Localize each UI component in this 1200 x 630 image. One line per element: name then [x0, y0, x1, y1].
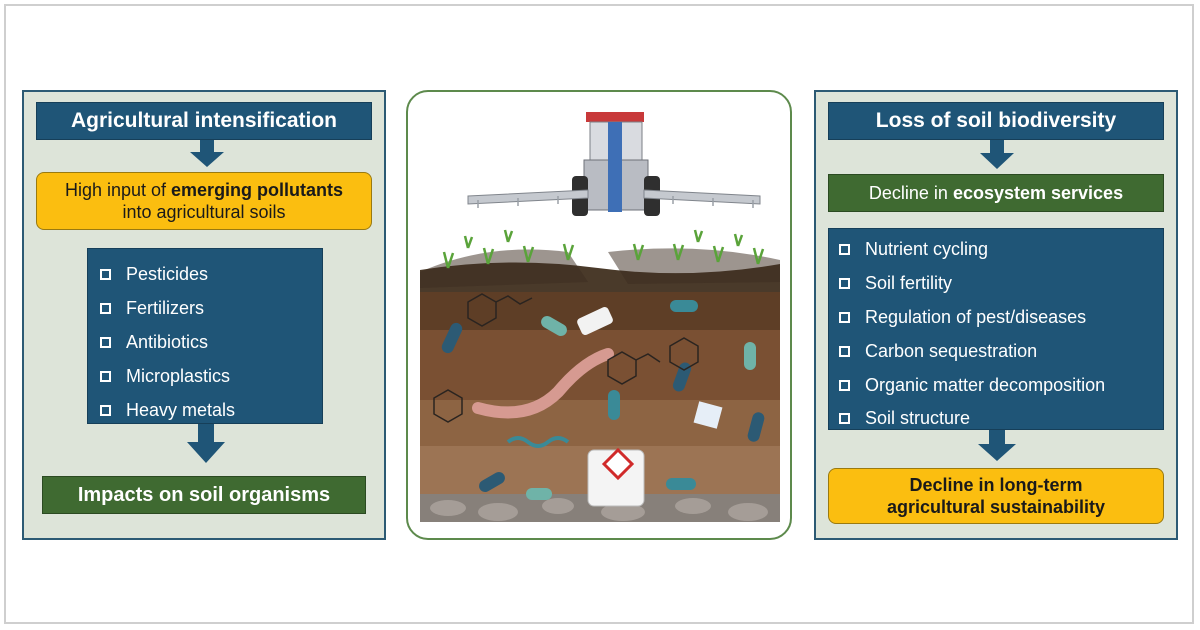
- right-panel: Loss of soil biodiversity Decline in eco…: [814, 90, 1178, 540]
- farm-soil-illustration: [420, 112, 780, 522]
- left-panel: Agricultural intensification High input …: [22, 90, 386, 540]
- checkbox-icon: [100, 268, 111, 280]
- right-title: Loss of soil biodiversity: [875, 109, 1117, 132]
- left-outcome: Impacts on soil organisms: [77, 483, 331, 506]
- down-arrow-icon: [978, 430, 1016, 461]
- service-item: Soil fertility: [839, 267, 1163, 301]
- checkbox-icon: [100, 404, 111, 416]
- right-outcome: Decline in long-term agricultural sustai…: [886, 474, 1106, 518]
- checkbox-icon: [839, 311, 850, 323]
- service-item-label: Soil fertility: [865, 273, 953, 294]
- down-arrow-icon: [980, 140, 1014, 169]
- checkbox-icon: [839, 413, 850, 425]
- down-arrow-icon: [190, 140, 224, 167]
- checkbox-icon: [100, 336, 111, 348]
- service-item: Carbon sequestration: [839, 334, 1163, 368]
- pollutant-input-text: High input of emerging pollutants into a…: [64, 179, 344, 223]
- service-item-label: Regulation of pest/diseases: [865, 306, 1087, 327]
- checkbox-icon: [839, 244, 850, 256]
- illustration-panel: [406, 90, 792, 540]
- service-item-label: Nutrient cycling: [865, 239, 989, 260]
- service-item: Organic matter decomposition: [839, 368, 1163, 402]
- pollutant-item-label: Fertilizers: [126, 297, 205, 318]
- pollutant-item: Antibiotics: [100, 325, 322, 359]
- service-item: Soil structure: [839, 402, 1163, 436]
- left-title: Agricultural intensification: [70, 109, 338, 132]
- pollutant-item: Microplastics: [100, 359, 322, 393]
- pollutant-item-label: Microplastics: [126, 365, 231, 386]
- checkbox-icon: [839, 379, 850, 391]
- pollutant-item-label: Heavy metals: [126, 399, 236, 420]
- service-item: Regulation of pest/diseases: [839, 301, 1163, 335]
- checkbox-icon: [100, 370, 111, 382]
- pollutant-item: Fertilizers: [100, 291, 322, 325]
- service-item-label: Carbon sequestration: [865, 340, 1038, 361]
- ecosystem-decline-text: Decline in ecosystem services: [868, 182, 1124, 203]
- checkbox-icon: [839, 345, 850, 357]
- left-outcome-box: Impacts on soil organisms: [42, 476, 366, 514]
- pollutant-item-label: Antibiotics: [126, 331, 209, 352]
- service-item-label: Soil structure: [865, 408, 971, 429]
- down-arrow-icon: [187, 424, 225, 463]
- pollutant-item-label: Pesticides: [126, 263, 209, 284]
- right-outcome-box: Decline in long-term agricultural sustai…: [828, 468, 1164, 524]
- checkbox-icon: [839, 278, 850, 290]
- right-title-box: Loss of soil biodiversity: [828, 102, 1164, 140]
- pollutant-item: Heavy metals: [100, 393, 322, 427]
- image-frame: [4, 4, 1194, 624]
- left-title-box: Agricultural intensification: [36, 102, 372, 140]
- checkbox-icon: [100, 302, 111, 314]
- service-item: Nutrient cycling: [839, 233, 1163, 267]
- pollutant-input-box: High input of emerging pollutants into a…: [36, 172, 372, 230]
- ecosystem-decline-box: Decline in ecosystem services: [828, 174, 1164, 212]
- pollutant-item: Pesticides: [100, 257, 322, 291]
- service-item-label: Organic matter decomposition: [865, 374, 1106, 395]
